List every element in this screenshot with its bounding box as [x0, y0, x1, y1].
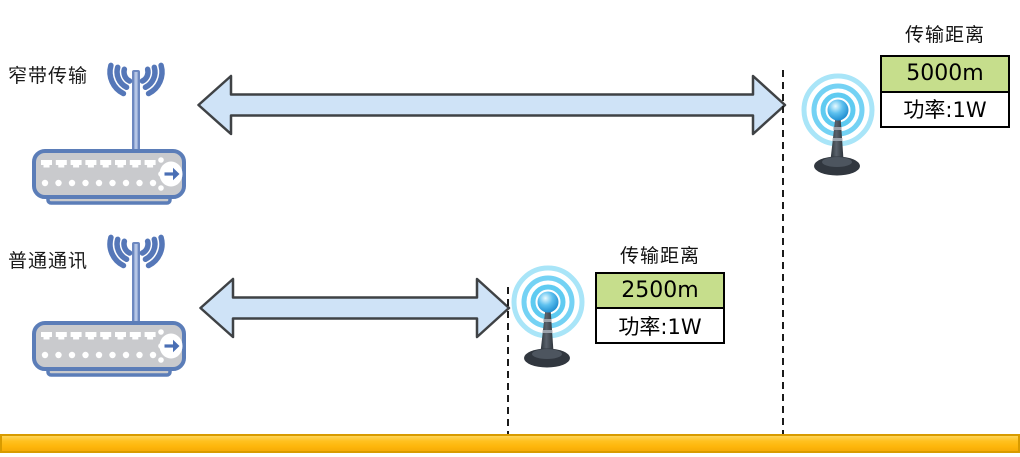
double-headed-arrow-icon [197, 74, 787, 136]
dashed-boundary-line-far [782, 70, 784, 434]
antenna-tower-icon [798, 72, 882, 180]
power-value: 功率:1W [597, 309, 723, 342]
distance-panel: 2500m 功率:1W [595, 272, 725, 344]
distance-title: 传输距离 [904, 24, 985, 46]
antenna-tower-icon [508, 264, 592, 372]
narrowband-label: 窄带传输 [8, 65, 89, 87]
normal-comms-label: 普通通讯 [8, 250, 89, 272]
ground-bar [0, 434, 1020, 453]
distance-value: 2500m [597, 274, 723, 309]
dashed-boundary-line-near [507, 287, 509, 434]
double-headed-arrow-icon [199, 277, 511, 339]
distance-value: 5000m [882, 57, 1008, 93]
wifi-router-icon [28, 205, 188, 383]
wifi-router-icon [28, 33, 188, 211]
distance-title: 传输距离 [619, 245, 700, 267]
power-value: 功率:1W [882, 92, 1008, 126]
distance-panel: 5000m 功率:1W [880, 55, 1010, 128]
